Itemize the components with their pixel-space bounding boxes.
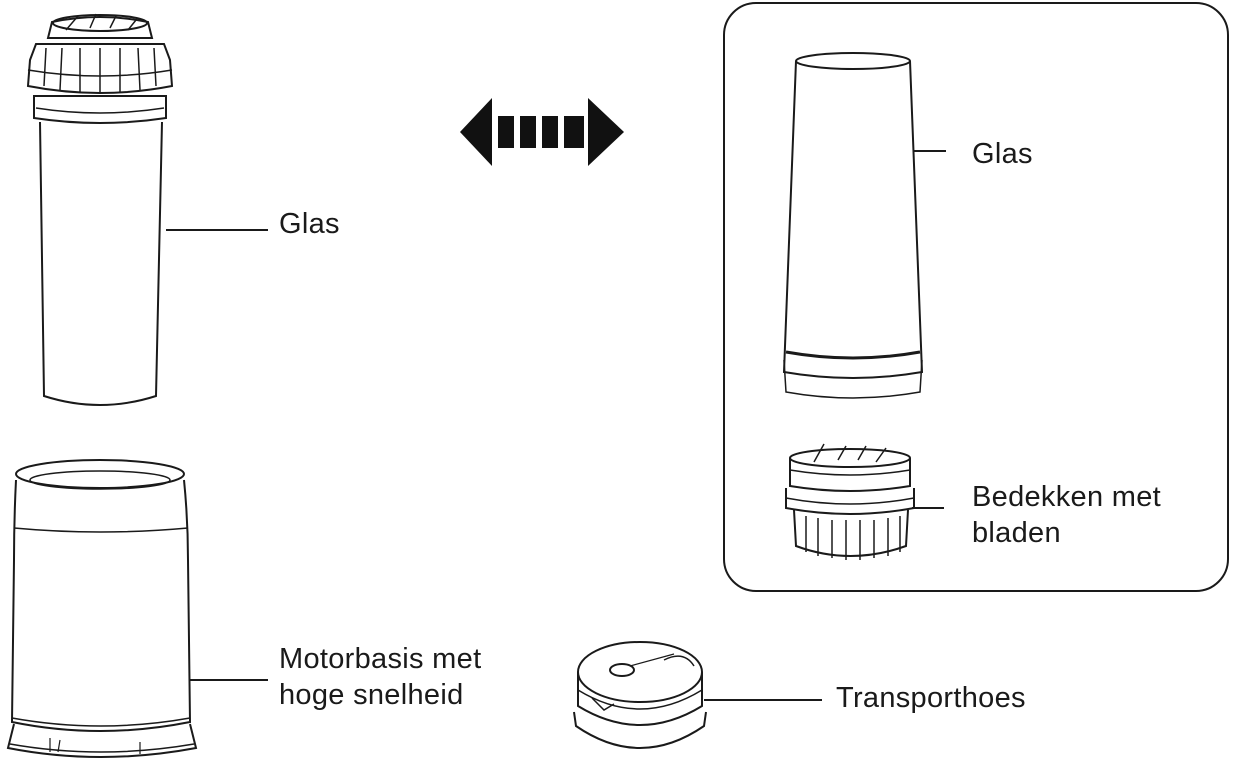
double-headed-arrow-icon (460, 98, 624, 166)
motor-base (6, 459, 198, 758)
label-bedekken-line2: bladen (972, 517, 1061, 549)
blade-lid (785, 443, 915, 560)
transport-lid (573, 641, 707, 749)
label-bedekken: Bedekken met bladen (972, 479, 1161, 551)
parts-panel (723, 2, 1229, 592)
label-motorbasis: Motorbasis met hoge snelheid (279, 641, 481, 713)
label-bedekken-line1: Bedekken met (972, 481, 1161, 513)
label-transporthoes: Transporthoes (836, 682, 1026, 714)
label-glas-left: Glas (279, 208, 340, 240)
glass-jar (782, 52, 924, 399)
label-motorbasis-line1: Motorbasis met (279, 643, 482, 675)
label-glas-right: Glas (972, 138, 1033, 170)
label-motorbasis-line2: hoge snelheid (279, 679, 464, 711)
assembled-glass-jar (26, 13, 174, 406)
